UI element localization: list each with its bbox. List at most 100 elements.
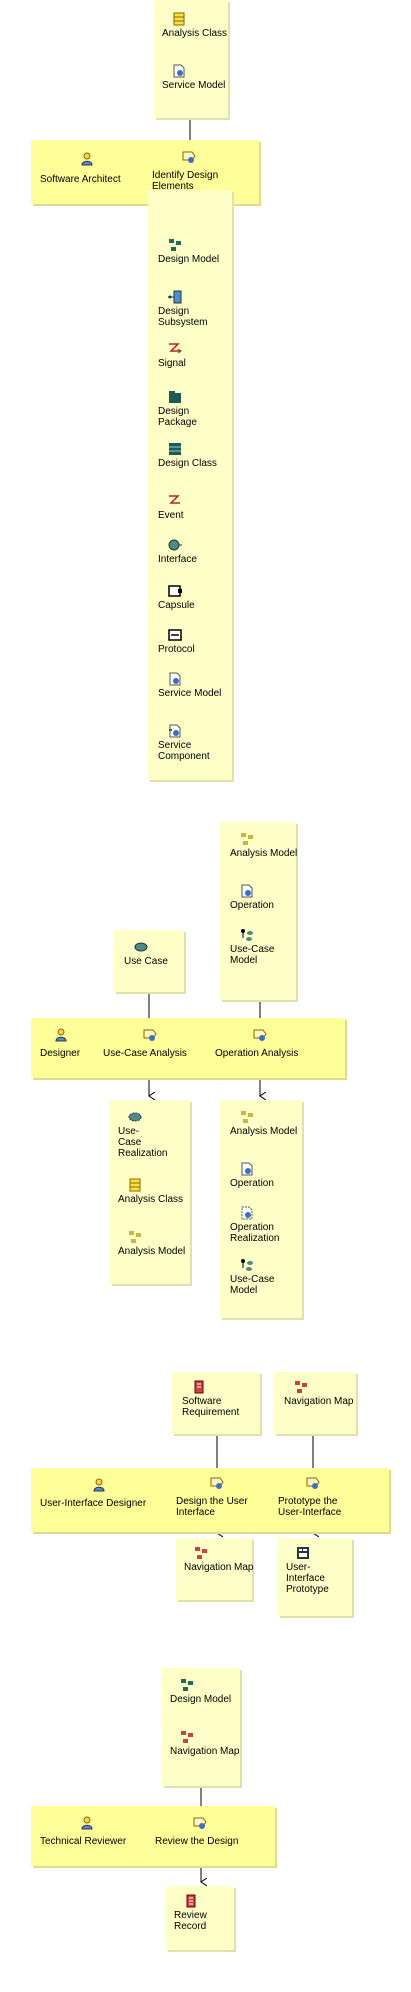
service-model-icon: [169, 672, 181, 686]
artifact-label: Operation Realization: [230, 1222, 280, 1244]
analysis-model-icon: [241, 1111, 253, 1123]
user-interface-prototype-icon: [297, 1547, 309, 1559]
task-label: Design the User Interface: [176, 1496, 248, 1518]
artifact-label: Use-Case Model: [230, 944, 275, 966]
artifact-event[interactable]: Event: [158, 494, 228, 521]
artifact-review-record[interactable]: Review Record: [174, 1894, 244, 1932]
capsule-icon: [168, 585, 182, 597]
task-label: Review the Design: [155, 1836, 239, 1847]
review-record-icon: [186, 1894, 196, 1908]
role-label: Software Architect: [40, 174, 121, 185]
artifact-navigation-map[interactable]: Navigation Map: [284, 1380, 354, 1407]
artifact-label: Navigation Map: [184, 1562, 254, 1573]
task-label: Prototype the User-Interface: [278, 1496, 342, 1518]
artifact-label: Design Subsystem: [158, 306, 208, 328]
review-output-box: [166, 1886, 234, 1950]
role-icon: [81, 1816, 93, 1830]
artifact-analysis-model[interactable]: Analysis Model: [230, 832, 300, 859]
artifact-software-requirement[interactable]: Software Requirement: [182, 1380, 252, 1418]
artifact-use-case[interactable]: Use Case: [124, 940, 194, 967]
artifact-use-case-realization[interactable]: Use-Case Realization: [118, 1110, 188, 1159]
task-label: Use-Case Analysis: [103, 1048, 187, 1059]
navigation-map-icon: [181, 1731, 193, 1743]
artifact-analysis-class[interactable]: Analysis Class: [118, 1178, 188, 1205]
analysis-model-icon: [241, 833, 253, 845]
artifact-user-interface-prototype[interactable]: User-Interface Prototype: [286, 1546, 356, 1595]
artifact-design-class[interactable]: Design Class: [158, 442, 228, 469]
artifact-service-model[interactable]: Service Model: [162, 64, 232, 91]
artifact-design-package[interactable]: Design Package: [158, 390, 228, 428]
event-icon: [169, 495, 180, 504]
use-case-analysis-outputs-box: [110, 1100, 190, 1284]
analysis-class-icon: [129, 1178, 141, 1192]
interface-icon: [168, 539, 182, 551]
analysis-model-icon: [129, 1231, 141, 1243]
artifact-label: Analysis Model: [230, 848, 298, 859]
design-subsystem-icon: [168, 290, 182, 304]
signal-icon: [169, 343, 182, 354]
artifact-navigation-map-output[interactable]: Navigation Map: [184, 1546, 254, 1573]
artifact-label: Analysis Model: [118, 1246, 186, 1257]
artifact-analysis-model[interactable]: Analysis Model: [230, 1110, 300, 1137]
artifact-label: Design Model: [170, 1694, 232, 1705]
artifact-protocol[interactable]: Protocol: [158, 628, 228, 655]
operation-analysis-inputs-box: [220, 822, 296, 1000]
use-case-icon: [134, 942, 148, 952]
identify-design-elements-outputs-box: [148, 190, 232, 780]
artifact-operation[interactable]: Operation: [230, 884, 300, 911]
use-case-model-icon: [241, 929, 253, 941]
artifact-design-model[interactable]: Design Model: [158, 238, 228, 265]
operation-analysis-outputs-box: [220, 1100, 302, 1318]
task-icon: [210, 1477, 224, 1489]
artifact-interface[interactable]: Interface: [158, 538, 228, 565]
user-interface-designer-band: [31, 1468, 389, 1532]
operation-icon: [241, 884, 253, 898]
artifact-label: Interface: [158, 554, 197, 565]
artifact-design-model[interactable]: Design Model: [170, 1678, 240, 1705]
artifact-label: Service Model: [158, 688, 222, 699]
artifact-label: Service Component: [158, 740, 210, 762]
use-case-analysis-inputs-box: [114, 930, 184, 992]
artifact-label: User-Interface Prototype: [286, 1562, 329, 1595]
artifact-design-subsystem[interactable]: Design Subsystem: [158, 290, 228, 328]
artifact-label: Use Case: [124, 956, 168, 967]
use-case-model-icon: [241, 1259, 253, 1271]
design-class-icon: [169, 443, 181, 455]
artifact-capsule[interactable]: Capsule: [158, 584, 228, 611]
artifact-signal[interactable]: Signal: [158, 342, 228, 369]
task-label: Identify Design Elements: [152, 170, 219, 192]
role-icon: [93, 1478, 105, 1492]
artifact-use-case-model[interactable]: Use-Case Model: [230, 1258, 300, 1296]
task-icon: [182, 151, 196, 163]
artifact-label: Event: [158, 510, 184, 521]
artifact-analysis-class[interactable]: Analysis Class: [162, 12, 232, 39]
artifact-label: Analysis Model: [230, 1126, 298, 1137]
artifact-analysis-model[interactable]: Analysis Model: [118, 1230, 188, 1257]
role-label: Technical Reviewer: [40, 1836, 127, 1847]
artifact-operation-realization[interactable]: Operation Realization: [230, 1206, 300, 1244]
technical-reviewer-band: [31, 1806, 275, 1866]
artifact-label: Review Record: [174, 1910, 207, 1932]
artifact-navigation-map[interactable]: Navigation Map: [170, 1730, 240, 1757]
role-icon: [55, 1028, 67, 1042]
review-inputs-box: [162, 1668, 240, 1786]
artifact-label: Design Package: [158, 406, 197, 428]
artifact-label: Use-Case Model: [230, 1274, 275, 1296]
identify-design-elements-inputs-box: [154, 0, 228, 118]
software-requirement-icon: [194, 1380, 204, 1394]
artifact-use-case-model[interactable]: Use-Case Model: [230, 928, 300, 966]
artifact-service-model-output[interactable]: Service Model: [158, 672, 228, 699]
design-package-icon: [169, 391, 181, 403]
design-model-icon: [169, 239, 181, 251]
service-component-icon: [169, 724, 181, 738]
artifact-label: Signal: [158, 358, 186, 369]
task-icon: [143, 1029, 157, 1041]
use-case-realization-icon: [128, 1112, 142, 1122]
navigation-map-icon: [295, 1381, 307, 1393]
service-model-icon: [173, 64, 185, 78]
operation-realization-icon: [241, 1206, 253, 1220]
artifact-service-component[interactable]: Service Component: [158, 724, 228, 762]
artifact-operation[interactable]: Operation: [230, 1162, 300, 1189]
artifact-label: Capsule: [158, 600, 195, 611]
artifact-label: Navigation Map: [284, 1396, 354, 1407]
